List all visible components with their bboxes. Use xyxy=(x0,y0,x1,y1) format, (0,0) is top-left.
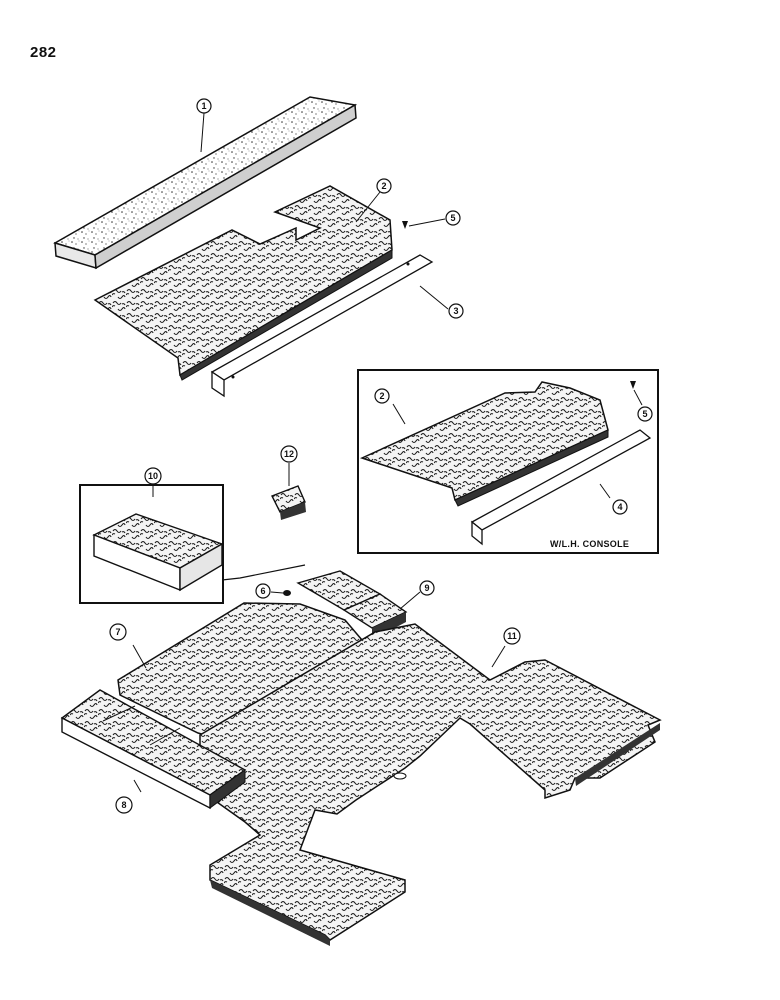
callout-4-label: 4 xyxy=(617,502,622,512)
callout-1: 1 xyxy=(196,98,212,114)
part-6-plug xyxy=(270,590,291,596)
part-11-main-mat xyxy=(199,623,662,946)
page-number: 282 xyxy=(30,44,57,61)
callout-2-inset-label: 2 xyxy=(379,391,384,401)
callout-5-inset-label: 5 xyxy=(642,409,647,419)
callout-7: 7 xyxy=(109,623,127,641)
callout-6: 6 xyxy=(255,583,271,599)
callout-2-inset: 2 xyxy=(374,388,390,404)
callout-1-label: 1 xyxy=(201,101,206,111)
callout-8: 8 xyxy=(115,796,133,814)
callout-12: 12 xyxy=(280,445,298,463)
callout-10: 10 xyxy=(144,467,162,485)
inset-part-10-box xyxy=(79,483,306,604)
callout-12-label: 12 xyxy=(284,449,294,459)
callout-6-label: 6 xyxy=(260,586,265,596)
callout-5: 5 xyxy=(445,210,461,226)
inset-caption: W/L.H. CONSOLE xyxy=(550,539,629,549)
callout-5-inset: 5 xyxy=(637,406,653,422)
callout-9: 9 xyxy=(419,580,435,596)
callout-11: 11 xyxy=(503,627,521,645)
callout-8-label: 8 xyxy=(121,800,126,810)
callout-2-label: 2 xyxy=(381,181,386,191)
callout-3: 3 xyxy=(448,303,464,319)
callout-2: 2 xyxy=(376,178,392,194)
part-2-mat xyxy=(93,185,393,381)
callout-9-label: 9 xyxy=(424,583,429,593)
callout-11-label: 11 xyxy=(507,631,517,641)
callout-4: 4 xyxy=(612,499,628,515)
callout-7-label: 7 xyxy=(115,627,120,637)
part-5-screw xyxy=(402,218,446,229)
callout-5-label: 5 xyxy=(450,213,455,223)
part-8-blocks xyxy=(60,689,247,810)
callout-10-label: 10 xyxy=(148,471,158,481)
part-3-angle-strip xyxy=(210,254,434,398)
callout-3-label: 3 xyxy=(453,306,458,316)
part-12-clip xyxy=(271,463,306,520)
inset-console-box: W/L.H. CONSOLE xyxy=(357,369,659,554)
part-1-pad xyxy=(53,96,358,270)
